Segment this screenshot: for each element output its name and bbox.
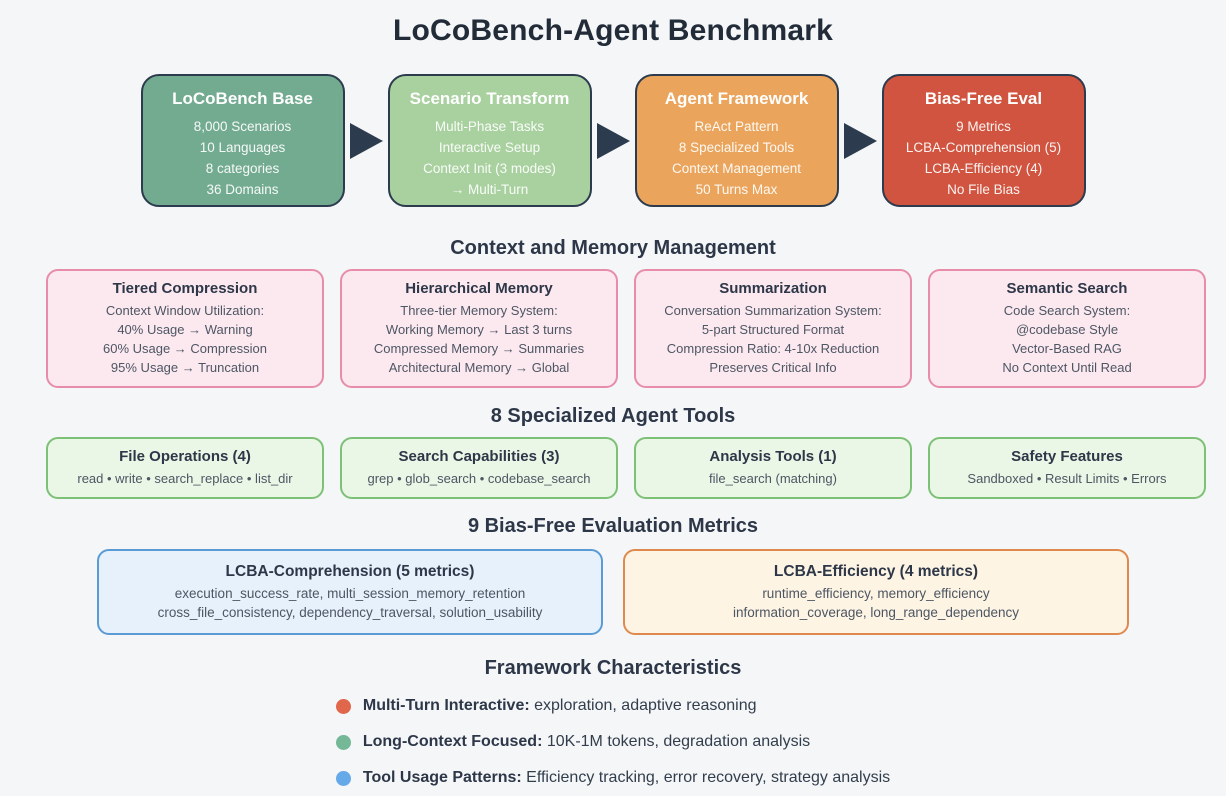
- stage-line: ReAct Pattern: [694, 119, 779, 134]
- section-header-tools: 8 Specialized Agent Tools: [490, 405, 736, 427]
- stage-title: Scenario Transform: [409, 89, 570, 108]
- stage-line: LCBA-Comprehension (5): [905, 140, 1062, 155]
- pipeline-row: LoCoBench Base 8,000 Scenarios 10 Langua…: [0, 74, 1226, 207]
- card-line: Architectural Memory → Global: [388, 360, 570, 375]
- bullet-circle-icon: [335, 770, 351, 786]
- metric-line: information_coverage, long_range_depende…: [733, 605, 1019, 620]
- stage-line: 36 Domains: [206, 182, 279, 197]
- tools-card-row: File Operations (4) read • write • searc…: [0, 437, 1226, 499]
- memory-card-hierarchical-memory: Hierarchical Memory Three-tier Memory Sy…: [340, 269, 618, 388]
- card-title: Analysis Tools (1): [709, 448, 837, 465]
- card-line: @codebase Style: [1015, 322, 1119, 337]
- card-line: Working Memory → Last 3 turns: [385, 322, 573, 337]
- tools-card-safety-features: Safety Features Sandboxed • Result Limit…: [928, 437, 1206, 499]
- stage-line: 8 Specialized Tools: [678, 140, 795, 155]
- bullet-circle-icon: [335, 734, 351, 750]
- bullet-circle-icon: [335, 698, 351, 714]
- pipeline-stage-scenario-transform: Scenario Transform Multi-Phase Tasks Int…: [387, 74, 592, 207]
- memory-card-row: Tiered Compression Context Window Utiliz…: [0, 269, 1226, 388]
- card-title: Semantic Search: [1006, 280, 1128, 297]
- flow-arrow-icon: [596, 122, 630, 159]
- card-line: Context Window Utilization:: [105, 303, 265, 318]
- card-line: 5-part Structured Format: [701, 322, 845, 337]
- pipeline-stage-locobench-base: LoCoBench Base 8,000 Scenarios 10 Langua…: [140, 74, 345, 207]
- tools-card-file-operations: File Operations (4) read • write • searc…: [46, 437, 324, 499]
- card-line: read • write • search_replace • list_dir: [77, 471, 293, 486]
- metric-card-lcba-efficiency: LCBA-Efficiency (4 metrics) runtime_effi…: [623, 549, 1129, 635]
- characteristic-text: Long-Context Focused: 10K-1M tokens, deg…: [363, 733, 810, 751]
- card-line: No Context Until Read: [1002, 360, 1132, 375]
- stage-line: Context Management: [671, 161, 802, 176]
- card-line: 95% Usage → Truncation: [110, 360, 260, 375]
- stage-line: Interactive Setup: [438, 140, 541, 155]
- card-line: Preserves Critical Info: [709, 360, 837, 375]
- metric-line: execution_success_rate, multi_session_me…: [174, 586, 526, 601]
- stage-title: Agent Framework: [664, 89, 809, 108]
- pipeline-stage-agent-framework: Agent Framework ReAct Pattern 8 Speciali…: [634, 74, 839, 207]
- stage-line: 50 Turns Max: [695, 182, 778, 197]
- card-title: File Operations (4): [119, 448, 251, 465]
- characteristic-label: Long-Context Focused:: [362, 733, 543, 750]
- page-title: LoCoBench-Agent Benchmark: [392, 14, 834, 47]
- metrics-row: LCBA-Comprehension (5 metrics) execution…: [0, 549, 1226, 635]
- stage-line: No File Bias: [947, 182, 1020, 197]
- characteristic-label: Tool Usage Patterns:: [362, 769, 522, 786]
- stage-line: 9 Metrics: [956, 119, 1011, 134]
- characteristic-detail: exploration, adaptive reasoning: [529, 697, 757, 714]
- memory-card-semantic-search: Semantic Search Code Search System: @cod…: [928, 269, 1206, 388]
- card-line: Sandboxed • Result Limits • Errors: [967, 471, 1167, 486]
- characteristic-text: Tool Usage Patterns: Efficiency tracking…: [363, 769, 890, 787]
- metric-title: LCBA-Comprehension (5 metrics): [225, 563, 475, 580]
- stage-title: LoCoBench Base: [172, 89, 313, 108]
- card-title: Search Capabilities (3): [398, 448, 560, 465]
- card-line: Compression Ratio: 4-10x Reduction: [666, 341, 880, 356]
- memory-card-summarization: Summarization Conversation Summarization…: [634, 269, 912, 388]
- pipeline-stage-bias-free-eval: Bias-Free Eval 9 Metrics LCBA-Comprehens…: [881, 74, 1086, 207]
- flow-arrow-icon: [843, 122, 877, 159]
- stage-line: LCBA-Efficiency (4): [924, 161, 1043, 176]
- section-header-memory: Context and Memory Management: [450, 237, 776, 259]
- card-line: Vector-Based RAG: [1012, 341, 1122, 356]
- metric-card-lcba-comprehension: LCBA-Comprehension (5 metrics) execution…: [97, 549, 603, 635]
- card-title: Tiered Compression: [112, 280, 258, 297]
- card-line: 60% Usage → Compression: [102, 341, 268, 356]
- characteristic-label: Multi-Turn Interactive:: [362, 697, 530, 714]
- card-line: 40% Usage → Warning: [117, 322, 253, 337]
- list-item: Multi-Turn Interactive: exploration, ada…: [335, 697, 890, 715]
- card-title: Hierarchical Memory: [405, 280, 553, 297]
- card-title: Summarization: [719, 280, 827, 297]
- list-item: Tool Usage Patterns: Efficiency tracking…: [335, 769, 890, 787]
- card-title: Safety Features: [1011, 448, 1123, 465]
- tools-card-search-capabilities: Search Capabilities (3) grep • glob_sear…: [340, 437, 618, 499]
- stage-title: Bias-Free Eval: [924, 89, 1043, 108]
- metric-line: cross_file_consistency, dependency_trave…: [157, 605, 543, 620]
- characteristic-detail: Efficiency tracking, error recovery, str…: [521, 769, 891, 786]
- list-item: Long-Context Focused: 10K-1M tokens, deg…: [335, 733, 890, 751]
- memory-card-tiered-compression: Tiered Compression Context Window Utiliz…: [46, 269, 324, 388]
- stage-line: Multi-Phase Tasks: [434, 119, 545, 134]
- section-header-metrics: 9 Bias-Free Evaluation Metrics: [467, 515, 759, 537]
- stage-line: → Multi-Turn: [450, 182, 529, 197]
- stage-line: 10 Languages: [199, 140, 286, 155]
- stage-line: 8 categories: [205, 161, 280, 176]
- card-line: Conversation Summarization System:: [664, 303, 882, 318]
- section-header-characteristics: Framework Characteristics: [484, 657, 742, 679]
- card-line: Three-tier Memory System:: [400, 303, 558, 318]
- stage-line: 8,000 Scenarios: [193, 119, 292, 134]
- metric-line: runtime_efficiency, memory_efficiency: [762, 586, 990, 601]
- card-line: Compressed Memory → Summaries: [373, 341, 585, 356]
- metric-title: LCBA-Efficiency (4 metrics): [773, 563, 979, 580]
- characteristic-text: Multi-Turn Interactive: exploration, ada…: [363, 697, 757, 715]
- card-line: file_search (matching): [709, 471, 837, 486]
- card-line: Code Search System:: [1003, 303, 1131, 318]
- flow-arrow-icon: [349, 122, 383, 159]
- tools-card-analysis-tools: Analysis Tools (1) file_search (matching…: [634, 437, 912, 499]
- card-line: grep • glob_search • codebase_search: [367, 471, 591, 486]
- characteristics-list: Multi-Turn Interactive: exploration, ada…: [335, 697, 890, 787]
- stage-line: Context Init (3 modes): [423, 161, 556, 176]
- characteristic-detail: 10K-1M tokens, degradation analysis: [542, 733, 811, 750]
